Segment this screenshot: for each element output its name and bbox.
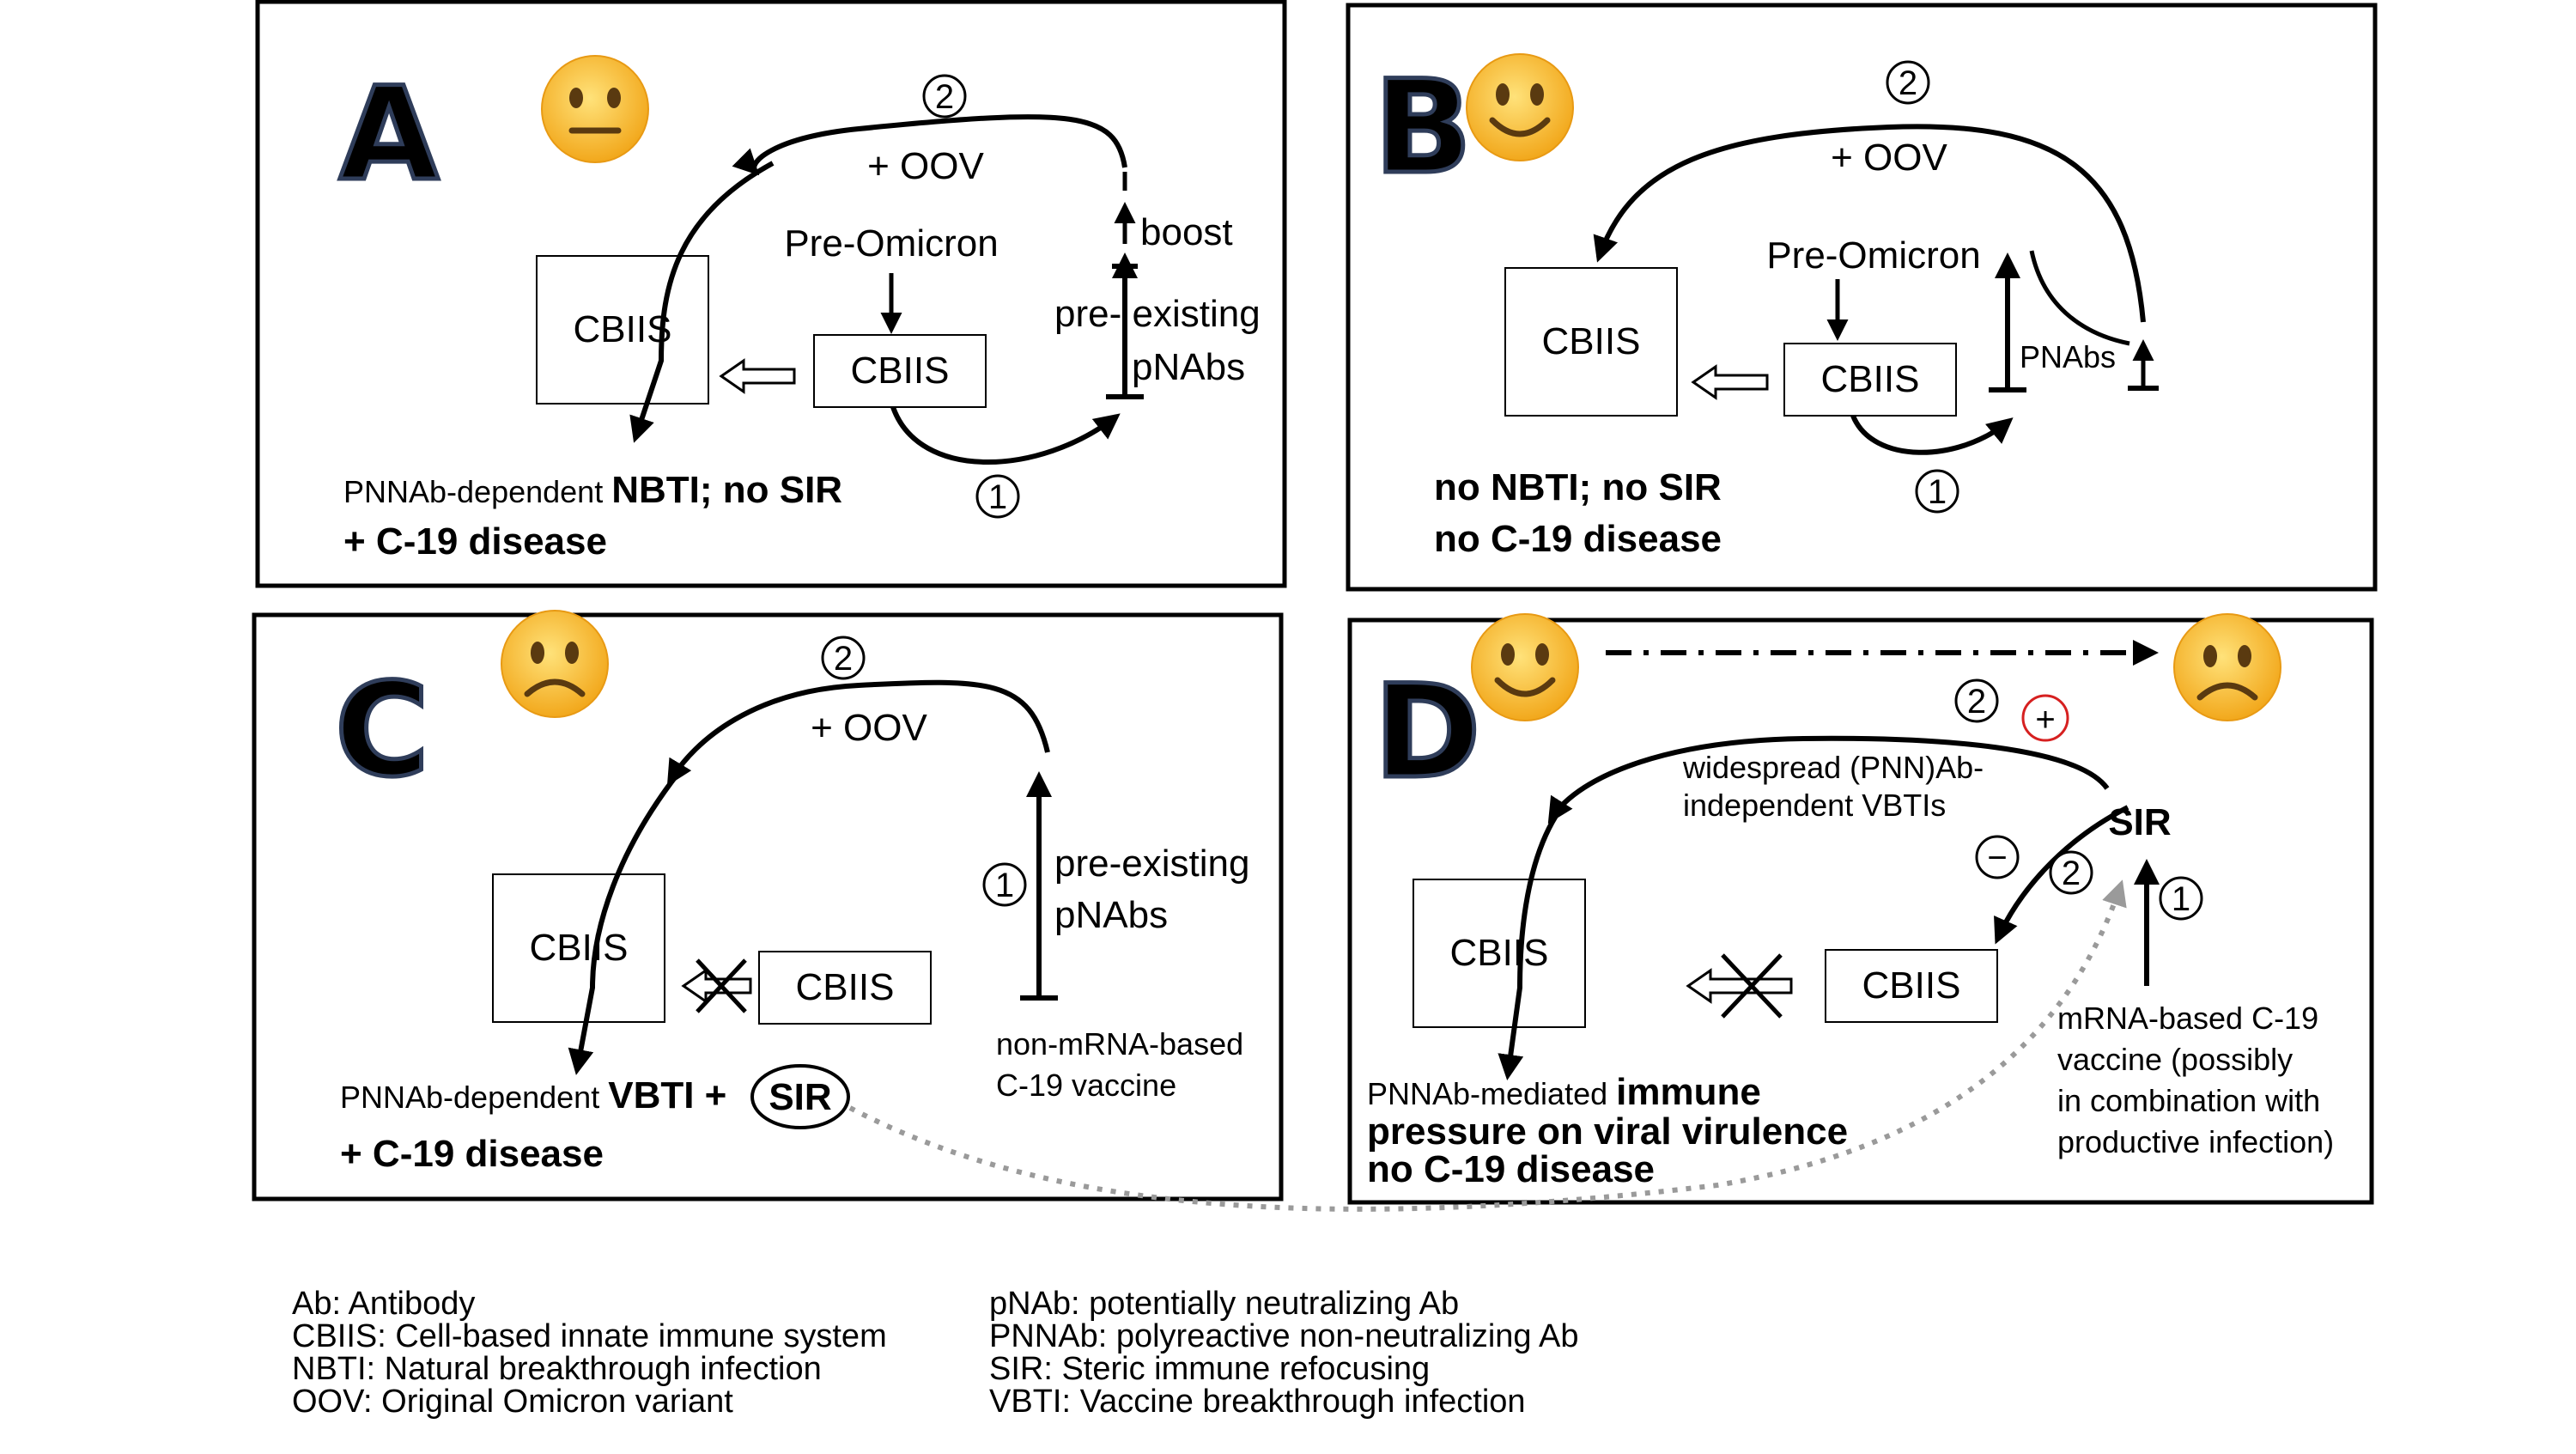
panel-d-step-2a: 2 (1967, 683, 1986, 721)
panel-a-frame (255, 0, 1287, 588)
panel-c-sir-circle (750, 1064, 850, 1129)
panel-a-cbiis-small-label: CBIIS (851, 350, 950, 392)
panel-a-cbiis-big-box (536, 255, 709, 405)
panel-a-letter: A (339, 60, 439, 210)
panel-c-sir: SIR (769, 1076, 831, 1118)
panel-a-pre-omicron: Pre-Omicron (784, 222, 998, 265)
panel-c-cbiis-big-label: CBIIS (530, 927, 629, 969)
panel-b-cbiis-small-label: CBIIS (1821, 358, 1920, 400)
panel-c-pre-existing: pre-existing (1054, 843, 1249, 885)
panel-a-pre-existing: pre- existing (1054, 293, 1261, 335)
panel-a-step-1: 1 (988, 478, 1007, 516)
panel-a-cbiis-small-box (813, 334, 987, 408)
panel-d-cbiis-small-label: CBIIS (1862, 964, 1961, 1007)
panel-d-cbiis-big-label: CBIIS (1450, 932, 1549, 974)
panel-c-step-2: 2 (834, 640, 853, 678)
legend-left-0: Ab: Antibody (292, 1286, 475, 1322)
panel-b-step-1: 1 (1928, 473, 1947, 511)
panel-b-cbiis-small-box (1783, 343, 1957, 417)
panel-d-plus: + (2035, 701, 2055, 739)
panel-d-cbiis-big-box (1413, 879, 1586, 1028)
panel-d-cbiis-small-box (1825, 949, 1998, 1023)
panel-d-sir-curve-plus (1547, 735, 2110, 824)
panel-d-sir: SIR (2108, 801, 2171, 843)
panel-b-hollow-arrow (1691, 364, 1769, 400)
panel-d-vaccine-line4: productive infection) (2057, 1124, 2334, 1159)
panel-a-boost: boost (1140, 211, 1233, 253)
panel-a-outcome-line2: + C-19 disease (343, 520, 607, 563)
panel-d-blocked-arrow (1686, 953, 1793, 1019)
legend-right-1: PNNAb: polyreactive non-neutralizing Ab (989, 1318, 1579, 1354)
panel-a-curve-1 (890, 406, 1121, 465)
panel-d-plus-circle (2021, 694, 2069, 742)
panel-d-vaccine-line3: in combination with (2057, 1083, 2320, 1118)
panel-d-sir-curve-minus (1994, 805, 2129, 945)
panel-d-vaccine-line1: mRNA-based C-19 (2057, 1001, 2318, 1036)
panel-c-oov: + OOV (811, 707, 927, 749)
panel-b-cbiis-big-box (1504, 267, 1678, 417)
panel-a-outcome-line1: PNNAb-dependent NBTI; no SIR (343, 469, 842, 511)
panel-c-cbiis-small-label: CBIIS (796, 966, 895, 1008)
panel-a: A CBIIS CBIIS Pre-Omicron 1 pre- existin… (255, 0, 1287, 588)
panel-d-widespread-line2: independent VBTIs (1683, 788, 1946, 823)
panel-c-vaccine-line1: non-mRNA-based (996, 1026, 1243, 1062)
neutral-face-icon (541, 55, 649, 163)
panel-b-letter: B (1374, 53, 1472, 203)
panel-d-outcome-line2: pressure on viral virulence (1367, 1110, 1848, 1153)
panel-a-step-2: 2 (935, 78, 954, 116)
panel-a-hollow-arrow (719, 358, 796, 394)
panel-b-pre-omicron: Pre-Omicron (1766, 234, 1980, 277)
panel-d-outcome-line1: PNNAb-mediated immune (1367, 1071, 1761, 1113)
panel-b-outcome-line2: no C-19 disease (1434, 518, 1722, 560)
panel-d-vaccine-line2: vaccine (possibly (2057, 1042, 2293, 1077)
panel-d: D CBIIS CBIIS SIR 1 mRNA-based C-19 vac (1347, 613, 2374, 1205)
sad-face-icon (501, 610, 609, 718)
panel-b-frame (1346, 3, 2378, 592)
legend-left-2: NBTI: Natural breakthrough infection (292, 1351, 822, 1387)
panel-b-curve-2 (1593, 124, 2146, 323)
legend-left-3: OOV: Original Omicron variant (292, 1384, 733, 1420)
legend-right-0: pNAb: potentially neutralizing Ab (989, 1286, 1459, 1322)
panel-c-curve-2 (666, 679, 1050, 787)
panel-b-pnabs: PNAbs (2020, 339, 2116, 374)
panel-c: C CBIIS CBIIS 1 pre-existing pNAbs non-m… (252, 610, 1284, 1202)
panel-d-minus: − (1987, 839, 2007, 877)
panel-c-pnabs: pNAbs (1054, 894, 1168, 936)
legend: Ab: Antibody CBIIS: Cell-based innate im… (292, 1286, 1579, 1420)
happy-face-icon (1471, 613, 1579, 721)
panel-d-frame (1347, 617, 2374, 1205)
panel-c-cbiis-big-box (492, 873, 665, 1023)
panel-b-curve-1 (1850, 414, 2014, 455)
panel-d-step-1: 1 (2172, 880, 2190, 918)
happy-face-icon (1466, 53, 1574, 161)
panel-c-frame (252, 612, 1284, 1202)
panel-a-curve-2 (732, 114, 1127, 176)
panel-b-outcome-line1: no NBTI; no SIR (1434, 466, 1722, 508)
legend-right-3: VBTI: Vaccine breakthrough infection (989, 1384, 1526, 1420)
panel-d-letter: D (1374, 658, 1481, 807)
panel-d-widespread-line1: widespread (PNN)Ab- (1682, 750, 1984, 785)
panel-d-step-2b: 2 (2062, 855, 2081, 892)
panel-b-step-2: 2 (1899, 64, 1917, 102)
panel-c-letter: C (335, 656, 429, 806)
panel-b-cbiis-big-label: CBIIS (1542, 320, 1641, 362)
panel-c-outcome-line1: PNNAb-dependent VBTI + (340, 1074, 726, 1116)
panel-c-vaccine-line2: C-19 vaccine (996, 1068, 1176, 1103)
panel-a-oov: + OOV (867, 145, 984, 187)
panel-c-cbiis-small-box (758, 951, 932, 1025)
panel-d-outcome-line3: no C-19 disease (1367, 1148, 1655, 1190)
panel-b: B CBIIS CBIIS Pre-Omicron 1 PNAbs 2 + OO… (1346, 3, 2378, 592)
panel-c-step-1: 1 (995, 867, 1014, 904)
panel-c-outcome-line2: + C-19 disease (340, 1133, 604, 1175)
legend-left-1: CBIIS: Cell-based innate immune system (292, 1318, 887, 1354)
panel-b-oov: + OOV (1831, 137, 1947, 179)
sad-face-icon (2173, 613, 2281, 721)
panel-a-pnabs: pNAbs (1132, 346, 1245, 388)
panel-a-cbiis-big-label: CBIIS (574, 308, 672, 350)
panel-c-blocked-arrow (681, 958, 752, 1013)
legend-right-2: SIR: Steric immune refocusing (989, 1351, 1430, 1387)
